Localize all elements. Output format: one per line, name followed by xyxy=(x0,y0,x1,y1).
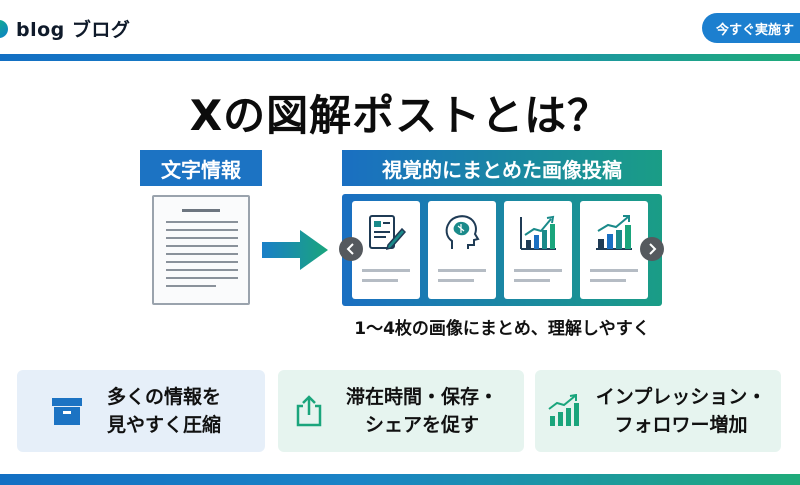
header-gradient-bar xyxy=(0,54,800,61)
feature-line: インプレッション・ xyxy=(595,386,767,408)
share-icon xyxy=(296,395,322,427)
bar-chart-trend-icon xyxy=(596,215,632,250)
brand-logo-icon xyxy=(0,19,8,38)
feature-card-compress: 多くの情報を 見やすく圧縮 xyxy=(17,370,265,452)
site-header: blog ブログ 今すぐ実施す xyxy=(0,0,800,54)
feature-line: 多くの情報を xyxy=(106,386,221,408)
feature-line: フォロワー増加 xyxy=(614,414,748,436)
text-info-label: 文字情報 xyxy=(140,150,262,186)
text-document-icon xyxy=(152,195,250,305)
brain-head-icon xyxy=(445,215,480,249)
carousel-caption: 1〜4枚の画像にまとめ、理解しやすく xyxy=(354,319,650,339)
brand[interactable]: blog ブログ xyxy=(0,15,130,42)
feature-line: 滞在時間・保存・ xyxy=(345,386,498,408)
image-carousel xyxy=(342,194,662,306)
carousel-card[interactable] xyxy=(352,201,420,299)
feature-card-engagement: 滞在時間・保存・ シェアを促す xyxy=(278,370,524,452)
carousel-next-button[interactable] xyxy=(640,237,664,261)
visual-post-label: 視覚的にまとめた画像投稿 xyxy=(342,150,662,186)
cta-button[interactable]: 今すぐ実施す xyxy=(702,13,800,43)
feature-line: 見やすく圧縮 xyxy=(106,414,221,436)
page-title: Xの図解ポストとは？ xyxy=(189,91,611,140)
feature-card-growth: インプレッション・ フォロワー増加 xyxy=(535,370,781,452)
carousel-card[interactable] xyxy=(580,201,648,299)
brand-name: blog ブログ xyxy=(16,19,131,41)
bar-chart-growth-icon xyxy=(520,215,556,250)
archive-box-icon xyxy=(52,398,82,425)
carousel-card[interactable] xyxy=(428,201,496,299)
document-pen-icon xyxy=(369,215,406,251)
chevron-left-icon xyxy=(346,243,354,255)
chevron-right-icon xyxy=(649,243,657,255)
growth-chart-icon xyxy=(548,394,579,426)
carousel-card[interactable] xyxy=(504,201,572,299)
footer-gradient-bar xyxy=(0,474,800,485)
arrow-right-icon xyxy=(262,230,328,270)
carousel-prev-button[interactable] xyxy=(339,237,363,261)
feature-line: シェアを促す xyxy=(364,414,479,436)
